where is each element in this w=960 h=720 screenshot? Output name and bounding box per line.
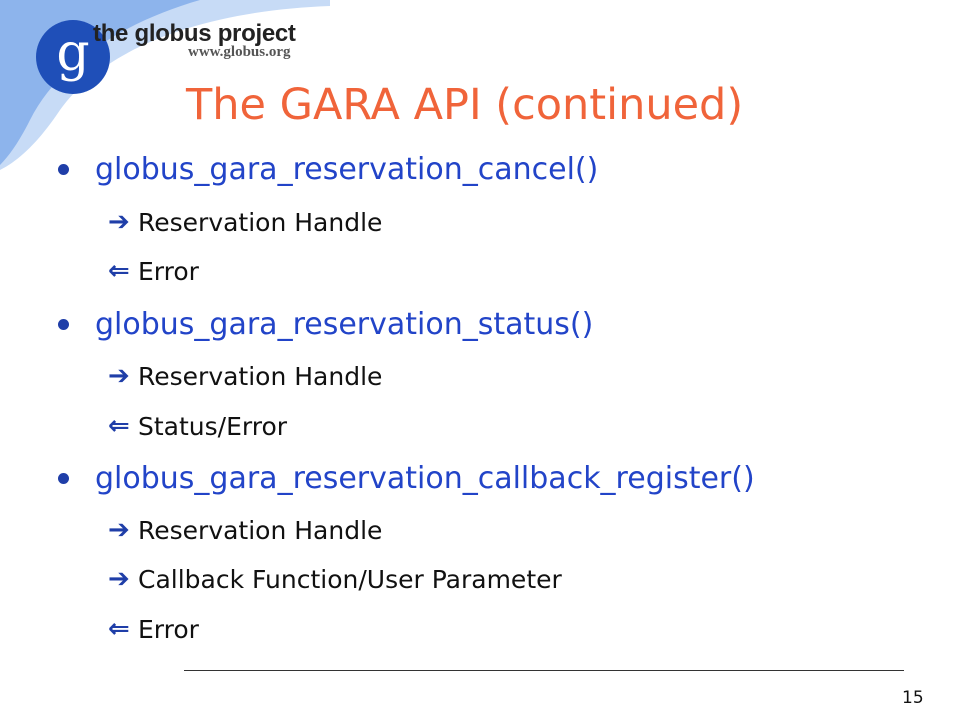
brand-url: www.globus.org <box>188 44 291 60</box>
bullet-icon <box>58 319 69 330</box>
right-arrow-icon: ➔ <box>108 207 130 237</box>
page-number: 15 <box>902 688 924 708</box>
bullet-icon <box>58 164 69 175</box>
param-row: ⇐ Error <box>108 614 199 644</box>
param-row: ➔ Reservation Handle <box>108 361 382 391</box>
footer-divider <box>184 670 904 671</box>
param-row: ➔ Reservation Handle <box>108 207 382 237</box>
param-row: ➔ Reservation Handle <box>108 515 382 545</box>
right-arrow-icon: ➔ <box>108 361 130 391</box>
param-label: Status/Error <box>138 411 288 441</box>
list-item: globus_gara_reservation_cancel() <box>58 152 598 187</box>
bullet-icon <box>58 473 69 484</box>
function-name: globus_gara_reservation_callback_registe… <box>95 461 755 496</box>
param-label: Reservation Handle <box>138 361 383 391</box>
list-item: globus_gara_reservation_callback_registe… <box>58 461 755 496</box>
param-row: ➔ Callback Function/User Parameter <box>108 564 562 594</box>
left-arrow-icon: ⇐ <box>108 614 130 644</box>
brand-name: the globus project <box>93 20 296 47</box>
param-label: Reservation Handle <box>138 207 383 237</box>
right-arrow-icon: ➔ <box>108 515 130 545</box>
left-arrow-icon: ⇐ <box>108 411 130 441</box>
function-name: globus_gara_reservation_cancel() <box>95 152 599 187</box>
param-label: Reservation Handle <box>138 515 383 545</box>
param-label: Error <box>138 256 199 286</box>
right-arrow-icon: ➔ <box>108 564 130 594</box>
param-label: Error <box>138 614 199 644</box>
logo-letter: g <box>56 23 90 83</box>
slide-title: The GARA API (continued) <box>186 80 744 130</box>
param-row: ⇐ Status/Error <box>108 411 287 441</box>
left-arrow-icon: ⇐ <box>108 256 130 286</box>
function-name: globus_gara_reservation_status() <box>95 307 594 342</box>
param-row: ⇐ Error <box>108 256 199 286</box>
globus-logo: g <box>36 20 110 94</box>
param-label: Callback Function/User Parameter <box>138 564 562 594</box>
list-item: globus_gara_reservation_status() <box>58 307 593 342</box>
